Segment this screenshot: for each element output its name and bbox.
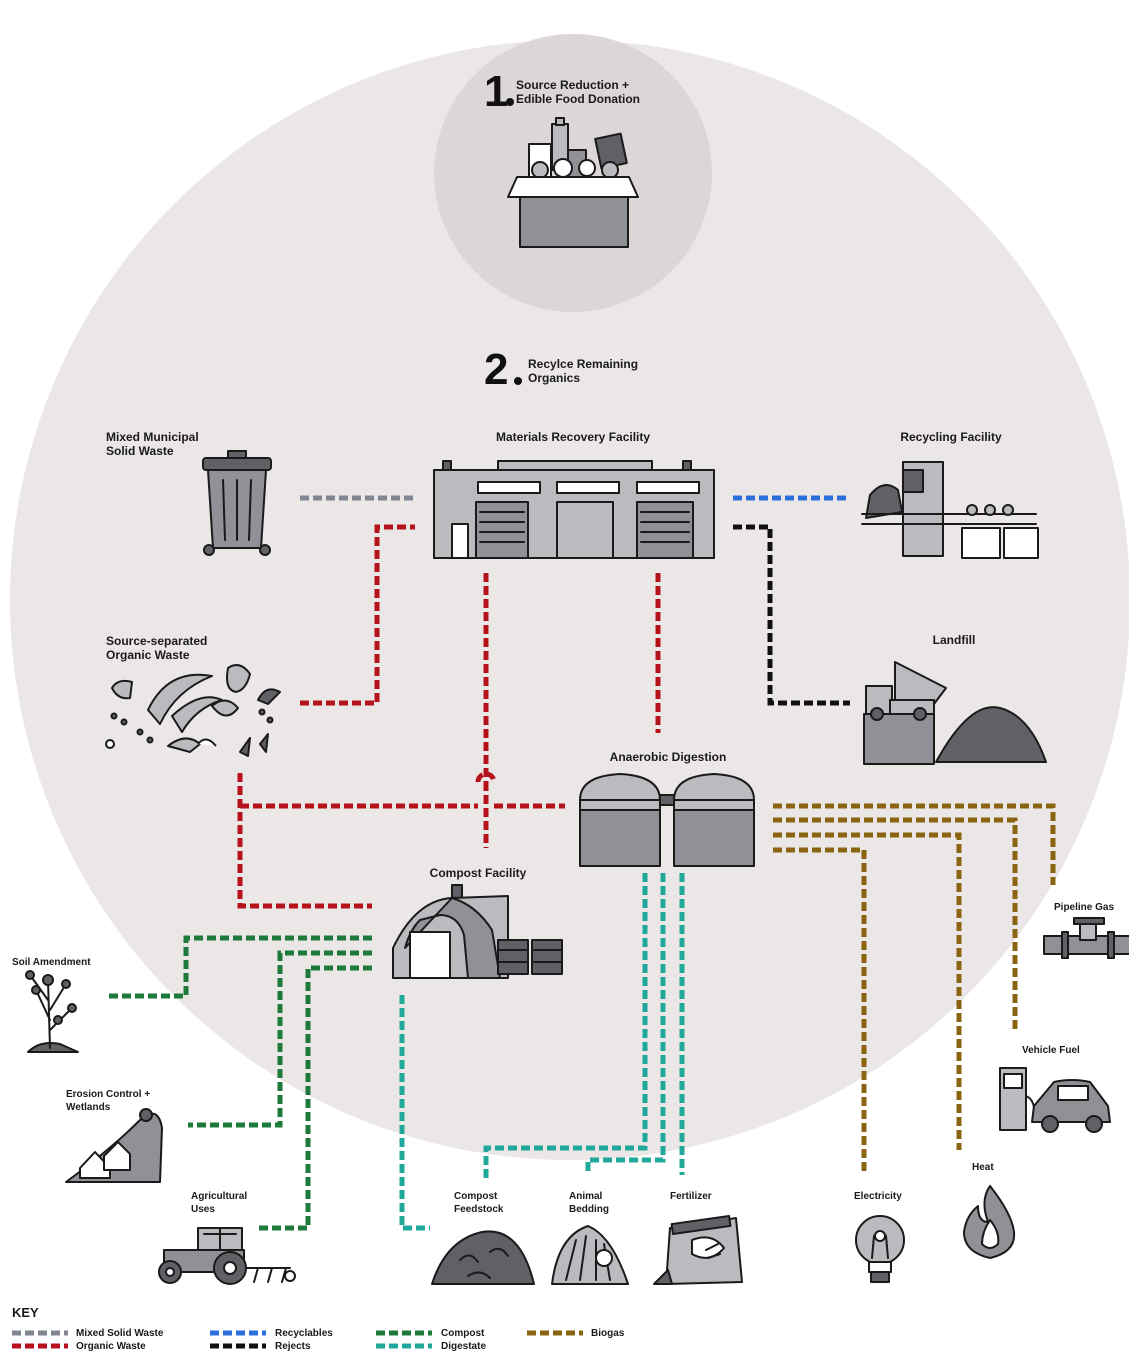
erosion-line2: Wetlands (66, 1102, 111, 1113)
soil-amendment-label: Soil Amendment (12, 957, 91, 968)
key-label-mixed-solid-waste: Mixed Solid Waste (76, 1328, 164, 1339)
key-label-rejects: Rejects (275, 1341, 311, 1352)
anaerobic-label: Anaerobic Digestion (609, 750, 727, 764)
flow-organics-to-mrf (300, 524, 415, 706)
flow-crossover-hop (475, 771, 497, 783)
mixed-msw-label: Mixed Municipal Solid Waste (106, 430, 199, 458)
flow-rejects (733, 524, 850, 706)
trash-bin-icon (202, 450, 272, 556)
source-separated-line2: Organic Waste (106, 648, 190, 662)
mixed-msw-line1: Mixed Municipal (106, 430, 199, 444)
compost-shed-icon (392, 884, 563, 979)
animal-bedding-line1: Animal (569, 1191, 603, 1202)
background-circle (10, 40, 1129, 1160)
agricultural-label: Agricultural Uses (191, 1190, 247, 1216)
compost-feedstock-line2: Feedstock (454, 1204, 504, 1215)
flow-biogas-electricity (773, 847, 867, 1172)
compost-label: Compost Facility (429, 866, 527, 880)
electricity-label: Electricity (854, 1191, 902, 1202)
agricultural-line1: Agricultural (191, 1191, 248, 1202)
step1-title: Source Reduction + Edible Food Donation (516, 78, 640, 106)
agricultural-line2: Uses (191, 1204, 215, 1215)
landfill-label: Landfill (932, 633, 976, 647)
step2-title-line2: Organics (528, 371, 581, 385)
mrf-label: Materials Recovery Facility (495, 430, 651, 444)
key-label-digestate: Digestate (441, 1341, 487, 1352)
flow-biogas-vehicle (773, 817, 1018, 1030)
flow-digestate-compost-feedstock (399, 995, 430, 1231)
key-label-compost: Compost (441, 1328, 485, 1339)
step1-number: 1 (484, 67, 509, 116)
fertilizer-label: Fertilizer (670, 1191, 712, 1202)
key-title: KEY (12, 1305, 39, 1320)
erosion-label: Erosion Control + Wetlands (66, 1088, 150, 1114)
warehouse-icon (433, 460, 715, 559)
flow-digestate-feedstock (483, 873, 648, 1178)
tractor-icon (158, 1227, 296, 1285)
dump-truck-icon (863, 661, 1047, 765)
flow-compost-agri (258, 965, 372, 1231)
flow-biogas-pipeline (773, 803, 1056, 885)
compost-feedstock-line1: Compost (454, 1191, 498, 1202)
pipeline-gas-label: Pipeline Gas (1054, 902, 1115, 913)
soil-pile-icon (431, 1230, 535, 1285)
hillside-houses-icon (65, 1108, 163, 1183)
step1-title-line2: Edible Food Donation (516, 92, 640, 106)
food-donation-box-icon (507, 117, 639, 248)
animal-bedding-label: Animal Bedding (569, 1190, 609, 1216)
step1-dot (506, 98, 514, 106)
flow-compost-erosion (188, 950, 372, 1128)
heat-label: Heat (972, 1162, 994, 1173)
pipe-valve-icon (1043, 917, 1129, 959)
mixed-msw-line2: Solid Waste (106, 444, 174, 458)
animal-bedding-line2: Bedding (569, 1204, 609, 1215)
source-separated-line1: Source-separated (106, 634, 208, 648)
step2-title-line1: Recylce Remaining (528, 357, 639, 371)
plant-icon (25, 970, 79, 1053)
step2-title: Recylce Remaining Organics (528, 357, 638, 385)
vehicle-fuel-label: Vehicle Fuel (1022, 1045, 1080, 1056)
key-label-recyclables: Recyclables (275, 1328, 333, 1339)
step2-dot (514, 377, 522, 385)
key-label-biogas: Biogas (591, 1328, 625, 1339)
flow-digestate-bedding (585, 873, 666, 1175)
digester-tanks-icon (579, 773, 755, 867)
fuel-pump-car-icon (999, 1067, 1111, 1133)
flame-icon (963, 1185, 1016, 1259)
flow-compost-soil (108, 935, 372, 999)
flow-organics-to-compost (237, 773, 372, 909)
fertilizer-bag-icon (653, 1215, 743, 1285)
food-scraps-icon (105, 664, 281, 757)
flow-biogas-heat (773, 832, 962, 1150)
erosion-line1: Erosion Control + (66, 1089, 151, 1100)
step2-number: 2 (484, 345, 509, 394)
source-separated-label: Source-separated Organic Waste (106, 634, 207, 662)
recycling-label: Recycling Facility (900, 430, 1002, 444)
key-label-organic-waste: Organic Waste (76, 1341, 146, 1352)
sorting-machine-icon (861, 461, 1039, 559)
compost-feedstock-label: Compost Feedstock (454, 1190, 503, 1216)
straw-bedding-icon (551, 1225, 629, 1285)
light-bulb-icon (855, 1215, 905, 1283)
step1-title-line1: Source Reduction + (516, 78, 630, 92)
